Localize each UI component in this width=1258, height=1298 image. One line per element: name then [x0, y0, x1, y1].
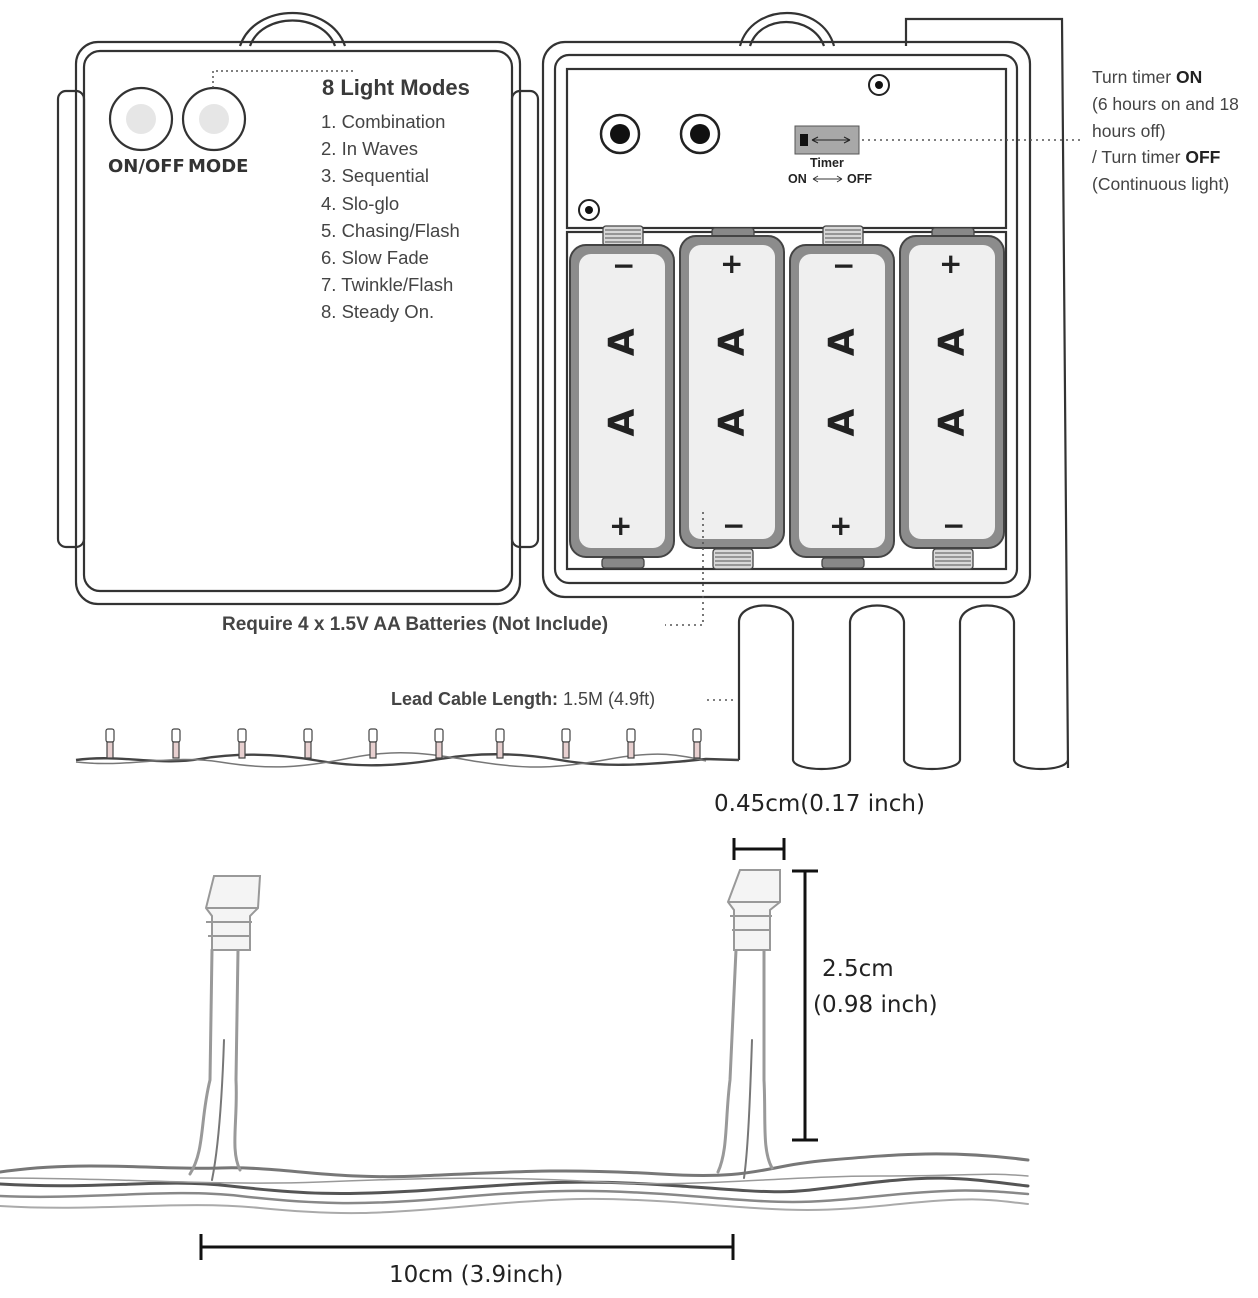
wire-closeup — [0, 948, 1030, 1215]
light-string-wire — [75, 752, 740, 768]
light-modes-title: 8 Light Modes — [322, 75, 470, 100]
light-mode-item: 3. Sequential — [321, 165, 430, 187]
battery-aa-label: A A — [931, 308, 973, 437]
battery-polarity: + — [720, 247, 744, 280]
socket-icon — [599, 113, 721, 155]
height-in-label: (0.98 inch) — [813, 992, 938, 1018]
battery-polarity: − — [832, 249, 856, 282]
timer-note-text: Turn timer — [1092, 67, 1176, 87]
timer-note: Turn timer ON (6 hours on and 18 hours o… — [1092, 64, 1239, 198]
timer-note-text: (6 hours on and 18 — [1092, 93, 1239, 114]
light-mode-item: 4. Slo-glo — [321, 192, 400, 214]
battery-callout-line — [665, 512, 704, 626]
light-mode-item: 2. In Waves — [321, 138, 418, 160]
spacing-label: 10cm (3.9inch) — [389, 1262, 564, 1288]
battery-polarity: + — [609, 509, 633, 542]
mode-label: MODE — [188, 156, 249, 177]
aa-battery-icon — [789, 244, 895, 558]
battery-springs — [601, 225, 975, 570]
led-bulb-icon — [105, 728, 702, 759]
battery-aa-label: A A — [601, 308, 643, 437]
lead-cable-length: Lead Cable Length: 1.5M (4.9ft) — [391, 689, 655, 710]
timer-note-text: (Continuous light) — [1092, 174, 1230, 195]
light-mode-item: 6. Slow Fade — [321, 247, 429, 269]
mode-callout-line — [212, 70, 353, 88]
mode-button-icon — [181, 86, 247, 152]
dimension-lines — [199, 838, 818, 1260]
lead-cable-value: 1.5M (4.9ft) — [563, 689, 656, 709]
timer-off-label: OFF — [847, 172, 872, 186]
timer-note-off: OFF — [1185, 147, 1221, 168]
battery-polarity: + — [829, 509, 853, 542]
battery-aa-label: A A — [821, 308, 863, 437]
aa-battery-icon — [679, 235, 785, 549]
lead-cable-label: Lead Cable Length: — [391, 689, 559, 709]
battery-polarity: − — [942, 509, 966, 542]
led-bulb-closeup-icon — [204, 869, 781, 951]
battery-box-lid — [56, 12, 540, 606]
timer-note-on: ON — [1175, 67, 1203, 87]
light-mode-item: 7. Twinkle/Flash — [321, 274, 454, 296]
light-modes-list: 1. Combination 2. In Waves 3. Sequential… — [321, 108, 460, 326]
light-mode-item: 8. Steady On. — [321, 301, 435, 323]
light-mode-item: 5. Chasing/Flash — [321, 219, 460, 241]
battery-polarity: + — [939, 247, 963, 280]
aa-battery-icon — [569, 244, 675, 558]
battery-box-open — [541, 12, 1070, 769]
wire-thickness-label: 0.45cm(0.17 inch) — [714, 791, 925, 817]
timer-switch-icon — [794, 125, 860, 183]
battery-aa-label: A A — [711, 308, 753, 437]
on-off-button-icon — [108, 86, 174, 152]
height-cm-label: 2.5cm — [822, 956, 894, 982]
battery-requirement: Require 4 x 1.5V AA Batteries (Not Inclu… — [222, 614, 609, 635]
on-off-label: ON/OFF — [108, 156, 185, 177]
timer-note-text: / Turn timer — [1092, 147, 1186, 168]
aa-battery-icon — [899, 235, 1005, 549]
light-mode-item: 1. Combination — [321, 111, 446, 132]
battery-polarity: − — [722, 509, 746, 542]
spring-coils — [605, 229, 971, 566]
timer-switch-label: Timer — [810, 156, 844, 170]
timer-note-text: hours off) — [1092, 120, 1166, 141]
timer-on-label: ON — [788, 172, 807, 186]
coiled-lead-cable — [737, 604, 1070, 770]
battery-polarity: − — [612, 249, 636, 282]
screw-icon — [578, 74, 890, 221]
